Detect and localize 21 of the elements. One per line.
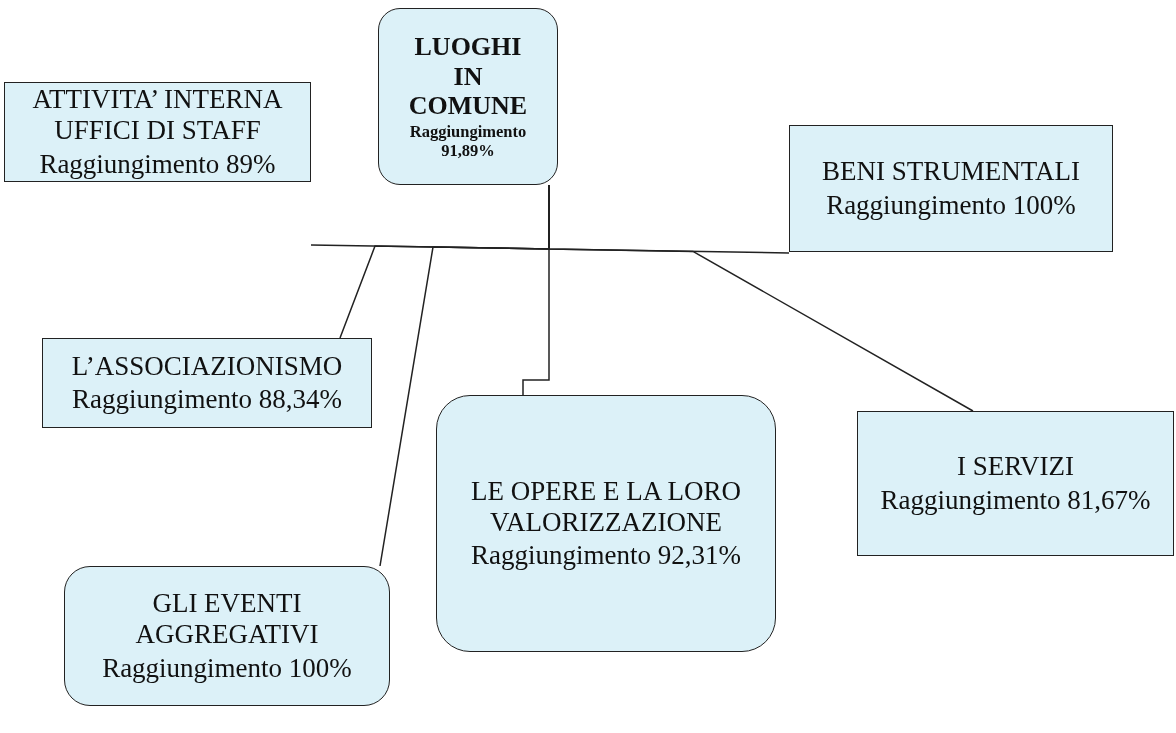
node-title: GLI EVENTI AGGREGATIVI xyxy=(134,588,320,651)
process-box xyxy=(789,125,1113,252)
rounded-box xyxy=(64,566,390,706)
node-value: Raggiungimento 100% xyxy=(102,652,352,684)
node-title: L’ASSOCIAZIONISMO xyxy=(71,350,343,382)
node-title: LUOGHI IN COMUNE xyxy=(407,31,529,122)
node-value: Raggiungimento 88,34% xyxy=(72,384,342,416)
process-box xyxy=(42,338,372,428)
node-value: Raggiungimento 100% xyxy=(826,189,1076,221)
process-box xyxy=(857,411,1174,556)
rounded-box xyxy=(378,8,558,185)
rounded-box xyxy=(436,395,776,652)
node-value: Raggiungimento 91,89% xyxy=(408,123,528,162)
node-title: I SERVIZI xyxy=(956,451,1075,483)
node-value: Raggiungimento 92,31% xyxy=(471,540,741,572)
node-title: ATTIVITA’ INTERNA UFFICI DI STAFF xyxy=(31,84,284,147)
process-box xyxy=(4,82,311,182)
node-title: BENI STRUMENTALI xyxy=(821,156,1081,188)
node-title: LE OPERE E LA LORO VALORIZZAZIONE xyxy=(470,475,742,538)
node-value: Raggiungimento 89% xyxy=(39,148,276,180)
node-value: Raggiungimento 81,67% xyxy=(880,484,1151,516)
